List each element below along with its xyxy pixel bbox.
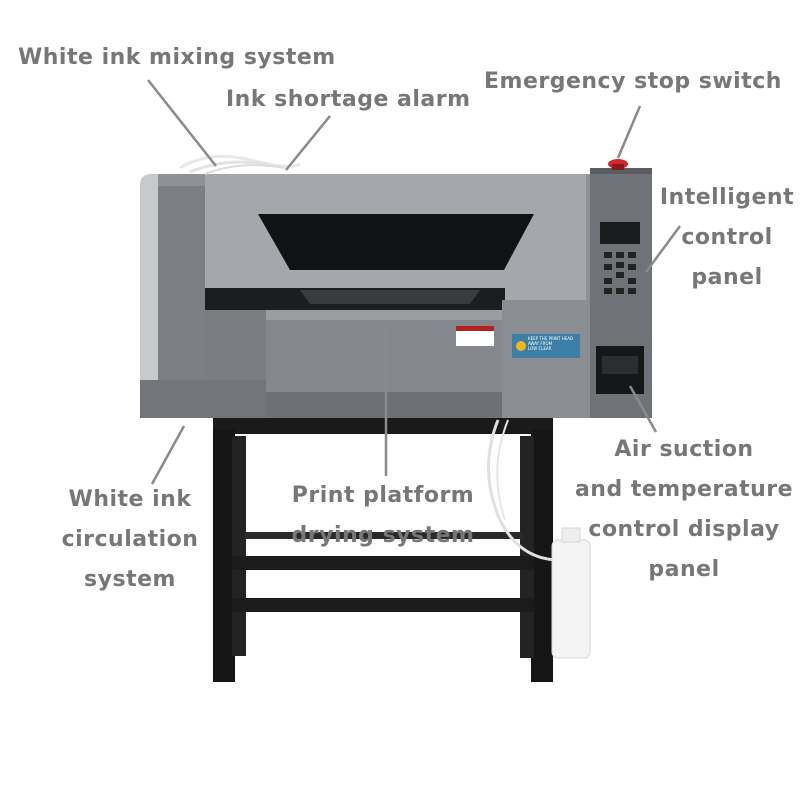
label-white-ink-mixing: White ink mixing system — [18, 45, 336, 70]
label-emergency-stop-switch: Emergency stop switch — [484, 69, 782, 94]
leader-line-ink-shortage — [285, 115, 331, 171]
label-air-suction-line-2: and temperature — [574, 477, 794, 502]
label-intelligent-control-line-1: Intelligent — [659, 185, 795, 210]
label-air-suction-temperature: Air suction and temperature control disp… — [570, 430, 798, 590]
label-white-ink-circulation-line-3: system — [84, 567, 176, 592]
leader-line-white-ink-mixing — [147, 79, 217, 167]
label-air-suction-line-4: panel — [648, 557, 720, 582]
label-intelligent-control-line-2: control — [681, 225, 773, 250]
info-sticker — [512, 334, 580, 358]
leader-line-white-ink-circulation — [150, 425, 186, 485]
leader-line-emergency-stop — [616, 105, 642, 159]
leader-line-intelligent-control — [644, 225, 682, 273]
label-print-platform-line-2: drying system — [291, 523, 475, 548]
label-white-ink-circulation-line-2: circulation — [61, 527, 199, 552]
label-intelligent-control-line-3: panel — [691, 265, 763, 290]
info-sticker-text: KEEP THE PRINT HEAD AWAY FROM LOW CLEAR — [514, 336, 578, 351]
printer-stand — [213, 418, 553, 682]
printer-body — [140, 154, 652, 659]
label-print-platform-line-1: Print platform — [291, 483, 475, 508]
label-ink-shortage-alarm: Ink shortage alarm — [226, 87, 471, 112]
warning-sticker — [456, 326, 494, 346]
label-white-ink-circulation: White ink circulation system — [50, 480, 210, 600]
label-air-suction-line-1: Air suction — [614, 437, 754, 462]
label-print-platform-drying: Print platform drying system — [286, 476, 480, 556]
info-sticker-line-2: AWAY FROM — [528, 341, 553, 346]
leader-line-air-suction — [628, 385, 658, 433]
label-intelligent-control-panel: Intelligent control panel — [654, 178, 800, 298]
label-air-suction-line-3: control display — [588, 517, 780, 542]
info-sticker-line-3: LOW CLEAR — [528, 346, 552, 351]
info-sticker-line-1: KEEP THE PRINT HEAD — [528, 336, 574, 341]
label-white-ink-circulation-line-1: White ink — [68, 487, 192, 512]
